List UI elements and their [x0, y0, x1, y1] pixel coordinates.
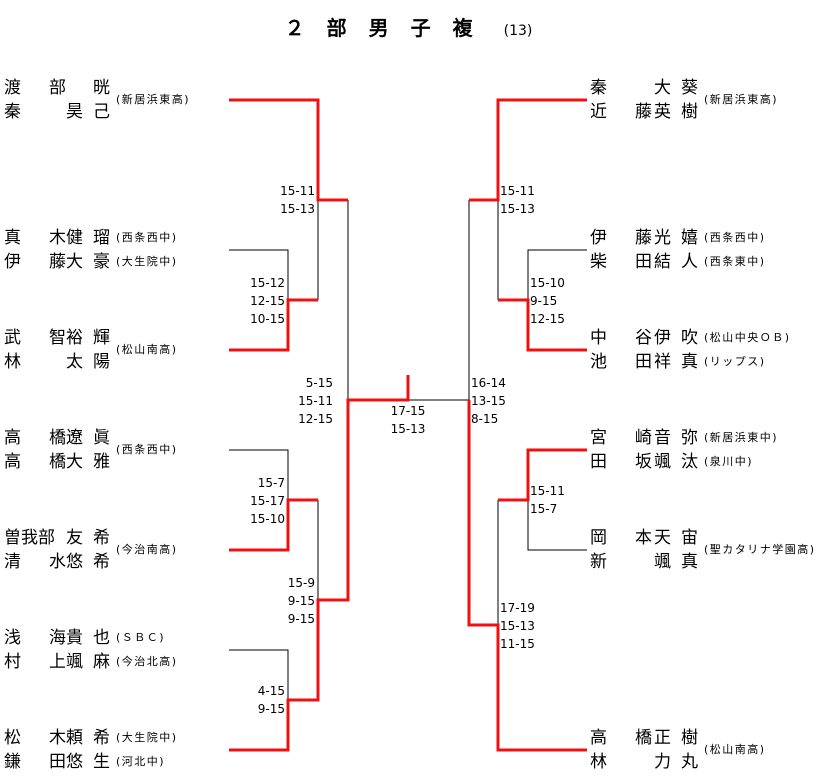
- player-surname: 林: [590, 752, 607, 772]
- player-given-name: 光嬉: [654, 228, 698, 248]
- affiliation: (ＳＢＣ): [116, 631, 166, 644]
- affiliation: (新居浜東高): [116, 93, 191, 106]
- player-given-name: 友希: [66, 528, 110, 548]
- affiliation: (今治北高): [116, 655, 178, 668]
- player-surname: 宮崎: [590, 428, 652, 448]
- player-given-name: 太陽: [66, 352, 110, 372]
- player-surname: 清水: [4, 552, 66, 572]
- affiliation: (西条東中): [704, 255, 766, 268]
- player-given-name: 正樹: [654, 728, 698, 748]
- affiliation: (聖カタリナ学園高): [704, 543, 816, 556]
- player-given-name: 颯汰: [654, 452, 698, 472]
- player-given-name: 音弥: [654, 428, 698, 448]
- player-given-name: 貴也: [66, 628, 110, 648]
- entry-count: (13): [503, 23, 533, 39]
- affiliation: (松山中央ＯＢ): [704, 331, 791, 344]
- title-text: ２部男子複: [284, 16, 495, 40]
- player-surname: 岡本: [590, 528, 652, 548]
- player-given-name: 颯真: [654, 552, 698, 572]
- player-surname: 近藤: [590, 102, 652, 122]
- affiliation: (新居浜東中): [704, 431, 779, 444]
- player-given-name: 悠希: [66, 552, 110, 572]
- player-surname: 池田: [590, 352, 652, 372]
- player-given-name: 颯麻: [66, 652, 110, 672]
- player-surname: 秦: [590, 78, 607, 98]
- player-given-name: 大豪: [66, 252, 110, 272]
- winner-lines: [229, 98, 587, 752]
- affiliation: (松山南高): [704, 743, 766, 756]
- player-surname: 鎌田: [4, 752, 66, 772]
- player-given-name: 晄: [93, 78, 110, 98]
- player-surname: 伊藤: [4, 252, 66, 272]
- player-surname: 新: [590, 552, 607, 572]
- affiliation: (新居浜東高): [704, 93, 779, 106]
- player-given-name: 悠生: [66, 752, 110, 772]
- affiliation: (河北中): [116, 755, 166, 768]
- player-surname: 伊藤: [590, 228, 652, 248]
- affiliation: (大生院中): [116, 731, 178, 744]
- player-surname: 田坂: [590, 452, 652, 472]
- player-surname: 中谷: [590, 328, 652, 348]
- player-surname: 高橋: [590, 728, 652, 748]
- affiliation: (大生院中): [116, 255, 178, 268]
- player-given-name: 力丸: [654, 752, 698, 772]
- player-given-name: 結人: [654, 252, 698, 272]
- affiliation: (泉川中): [704, 455, 754, 468]
- player-given-name: 大葵: [654, 78, 698, 98]
- player-given-name: 昊己: [66, 102, 110, 122]
- player-surname: 高橋: [4, 452, 66, 472]
- player-given-name: 健瑠: [66, 228, 110, 248]
- player-surname: 高橋: [4, 428, 66, 448]
- player-given-name: 祥真: [654, 352, 698, 372]
- affiliation: (リップス): [704, 355, 766, 368]
- player-surname: 真木: [4, 228, 66, 248]
- player-given-name: 大雅: [66, 452, 110, 472]
- affiliation: (松山南高): [116, 343, 178, 356]
- player-given-name: 伊吹: [654, 328, 698, 348]
- player-surname: 秦: [4, 102, 21, 122]
- player-surname: 武智: [4, 328, 66, 348]
- page-title: ２部男子複 (13): [0, 12, 817, 41]
- player-surname: 曽我部: [4, 528, 55, 548]
- player-surname: 松木: [4, 728, 66, 748]
- player-given-name: 英樹: [654, 102, 698, 122]
- loser-lines: [229, 200, 587, 700]
- player-surname: 浅海: [4, 628, 66, 648]
- player-given-name: 頼希: [66, 728, 110, 748]
- affiliation: (西条西中): [116, 231, 178, 244]
- player-surname: 渡部: [4, 78, 66, 98]
- affiliation: (西条西中): [116, 443, 178, 456]
- player-surname: 柴田: [590, 252, 652, 272]
- affiliation: (今治南高): [116, 543, 178, 556]
- player-surname: 林: [4, 352, 21, 372]
- player-given-name: 天宙: [654, 528, 698, 548]
- affiliation: (西条西中): [704, 231, 766, 244]
- player-given-name: 裕輝: [66, 328, 110, 348]
- player-surname: 村上: [4, 652, 66, 672]
- player-given-name: 遼眞: [66, 428, 110, 448]
